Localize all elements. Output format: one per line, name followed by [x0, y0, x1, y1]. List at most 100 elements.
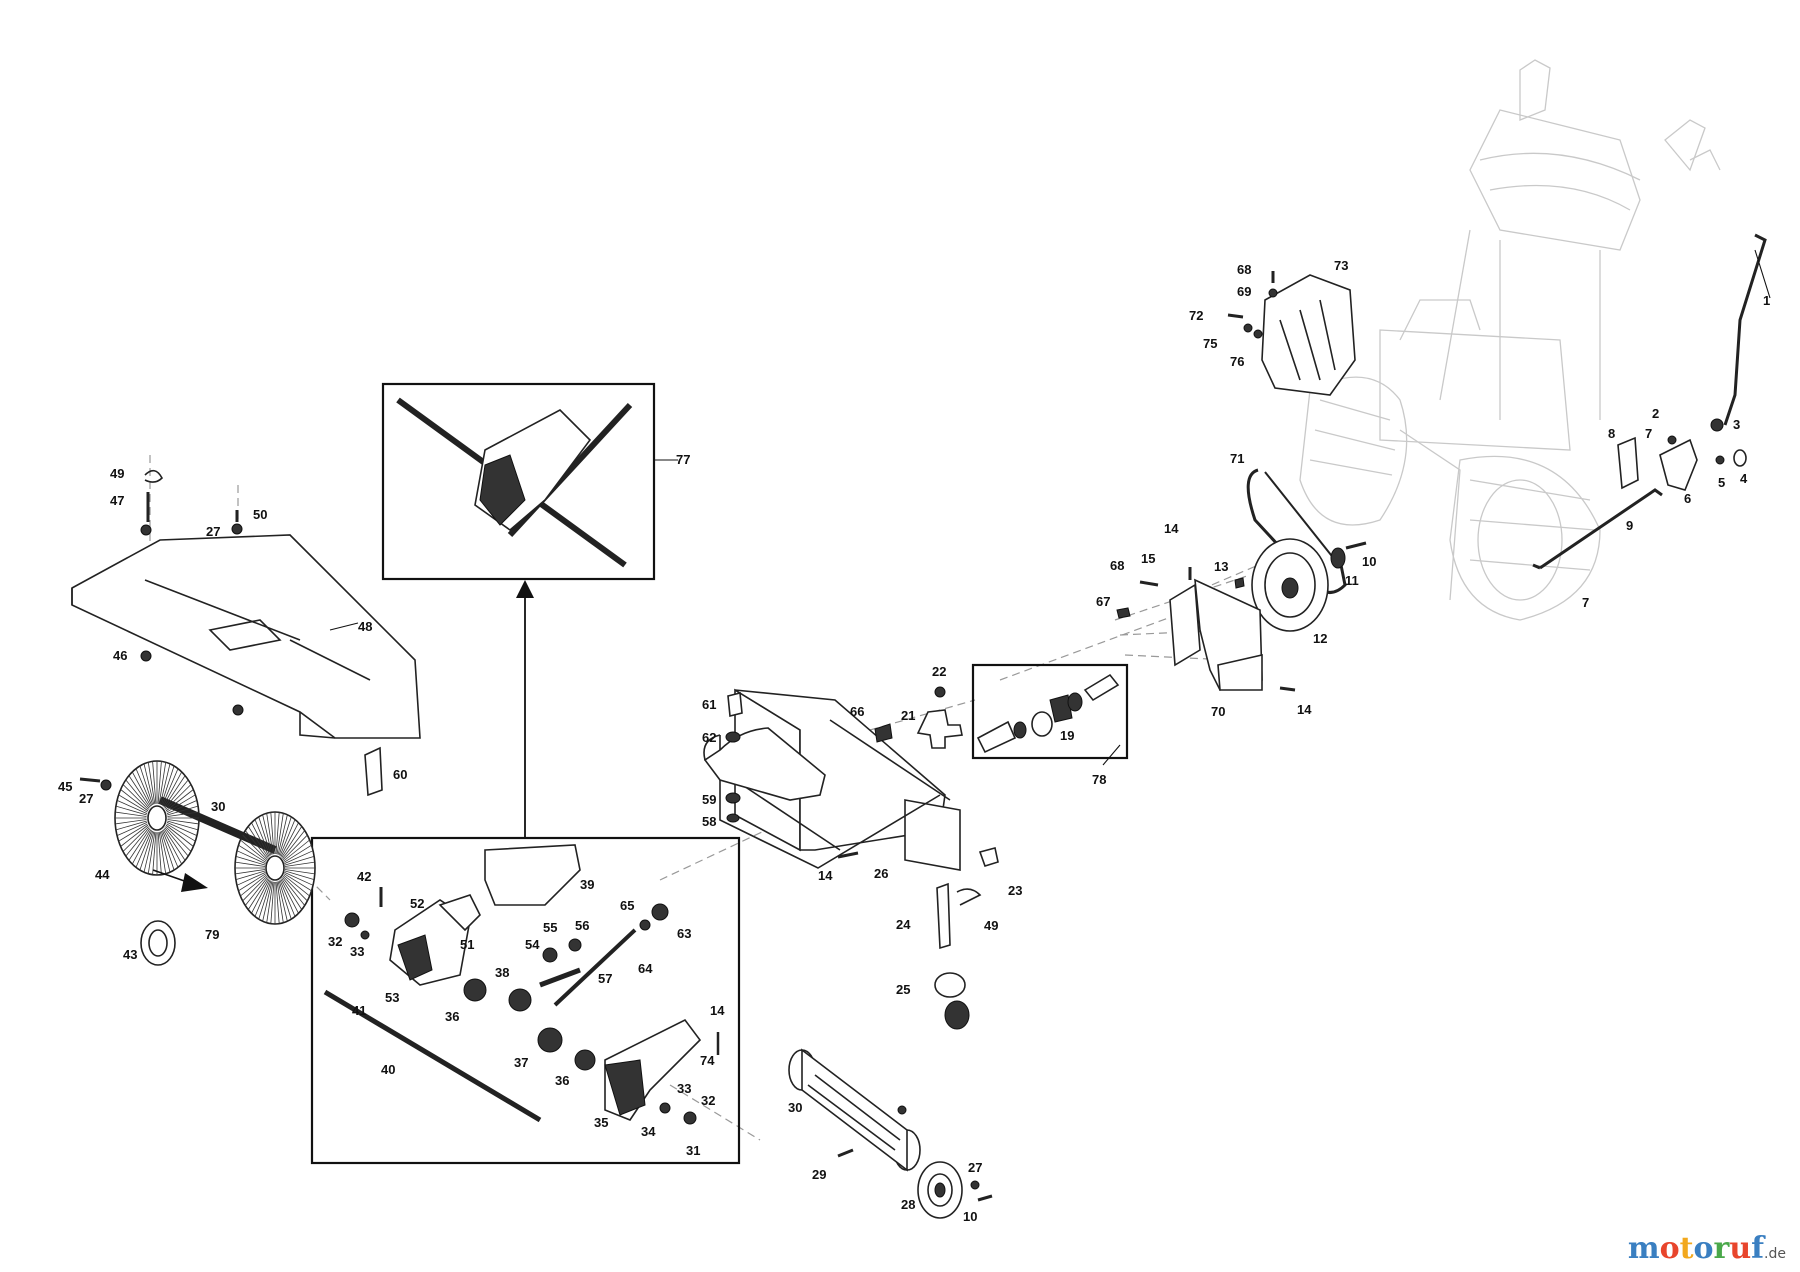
callout-66: 66	[850, 704, 864, 719]
callout-79: 79	[205, 927, 219, 942]
callout-5: 5	[1718, 475, 1725, 490]
callout-46: 46	[113, 648, 127, 663]
callout-47: 47	[110, 493, 124, 508]
callout-3: 3	[1733, 417, 1740, 432]
callout-21: 21	[901, 708, 915, 723]
main-frame	[703, 688, 961, 871]
callout-7b: 7	[1582, 595, 1589, 610]
callout-35: 35	[594, 1115, 608, 1130]
callout-49: 49	[110, 466, 124, 481]
callout-13: 13	[1214, 559, 1228, 574]
callout-14b: 14	[1297, 702, 1312, 717]
callout-29: 29	[812, 1167, 826, 1182]
callout-4: 4	[1740, 471, 1748, 486]
callout-labels: 1 2 3 4 5 6 7 7 8 9 10 10 11 12 13 14 14…	[58, 258, 1770, 1224]
logo-letter: f	[1751, 1231, 1765, 1266]
callout-58: 58	[702, 814, 716, 829]
gear-housing-subassembly-frame	[310, 836, 741, 1165]
callout-32: 32	[328, 934, 342, 949]
callout-76: 76	[1230, 354, 1244, 369]
frame-hardware	[725, 686, 999, 1030]
callout-51: 51	[460, 937, 474, 952]
hardware-brush	[79, 777, 112, 791]
callout-1: 1	[1763, 293, 1770, 308]
callout-25: 25	[896, 982, 910, 997]
callout-34: 34	[641, 1124, 656, 1139]
lower-roller	[788, 1048, 993, 1219]
callout-23: 23	[1008, 883, 1022, 898]
callout-9: 9	[1626, 518, 1633, 533]
logo-wordmark: motoruf	[1628, 1231, 1764, 1266]
callout-57: 57	[598, 971, 612, 986]
callout-75: 75	[1203, 336, 1217, 351]
brush-bristles	[115, 761, 315, 924]
callout-43: 43	[123, 947, 137, 962]
callout-62: 62	[702, 730, 716, 745]
callout-78: 78	[1092, 772, 1106, 787]
callout-38: 38	[495, 965, 509, 980]
callout-72: 72	[1189, 308, 1203, 323]
callout-68: 68	[1110, 558, 1124, 573]
callout-59: 59	[702, 792, 716, 807]
callout-32b: 32	[701, 1093, 715, 1108]
callout-10: 10	[1362, 554, 1376, 569]
callout-50: 50	[253, 507, 267, 522]
callout-31: 31	[686, 1143, 700, 1158]
callout-54: 54	[525, 937, 540, 952]
callout-30b: 30	[788, 1100, 802, 1115]
callout-36b: 36	[555, 1073, 569, 1088]
callout-28: 28	[901, 1197, 915, 1212]
logo-letter: u	[1729, 1231, 1752, 1266]
callout-24: 24	[896, 917, 911, 932]
logo-letter: o	[1693, 1231, 1714, 1266]
callout-74: 74	[700, 1053, 715, 1068]
motoruf-logo: motoruf.de	[1628, 1231, 1786, 1266]
callout-10b: 10	[963, 1209, 977, 1224]
callout-67: 67	[1096, 594, 1110, 609]
callout-52: 52	[410, 896, 424, 911]
callout-48: 48	[358, 619, 372, 634]
logo-letter: r	[1713, 1231, 1730, 1266]
reference-arrow	[516, 580, 534, 838]
callout-22: 22	[932, 664, 946, 679]
callout-2: 2	[1652, 406, 1659, 421]
callout-77: 77	[676, 452, 690, 467]
logo-letter: t	[1679, 1231, 1694, 1266]
callout-33b: 33	[677, 1081, 691, 1096]
callout-69: 69	[1237, 284, 1251, 299]
mounting-bracket	[1116, 567, 1296, 692]
gearbox-shaft-assembly	[396, 397, 633, 568]
coupling-parts	[976, 673, 1120, 754]
callout-45: 45	[58, 779, 72, 794]
callout-56: 56	[575, 918, 589, 933]
callout-19: 19	[1060, 728, 1074, 743]
pulley-and-belt	[1246, 468, 1367, 632]
callout-42: 42	[357, 869, 371, 884]
leader-lines	[329, 249, 1771, 766]
belt-cover	[1227, 271, 1356, 396]
snowblower-machine-outline	[1299, 59, 1721, 621]
callout-12: 12	[1313, 631, 1327, 646]
subassembly-77-frame	[381, 382, 656, 581]
callout-14d: 14	[710, 1003, 725, 1018]
callout-27: 27	[206, 524, 220, 539]
callout-73: 73	[1334, 258, 1348, 273]
callout-27c: 27	[968, 1160, 982, 1175]
control-linkage	[1532, 233, 1767, 570]
callout-27b: 27	[79, 791, 93, 806]
callout-14: 14	[1164, 521, 1179, 536]
direction-arrow	[152, 869, 208, 892]
seal-ring	[140, 920, 176, 966]
callout-6: 6	[1684, 491, 1691, 506]
callout-33: 33	[350, 944, 364, 959]
callout-63: 63	[677, 926, 691, 941]
callout-15: 15	[1141, 551, 1155, 566]
callout-41: 41	[352, 1003, 366, 1018]
brush-roller-left	[114, 760, 316, 925]
callout-53: 53	[385, 990, 399, 1005]
callout-44: 44	[95, 867, 110, 882]
callout-40: 40	[381, 1062, 395, 1077]
gear-housing-parts	[323, 844, 720, 1125]
callout-60: 60	[393, 767, 407, 782]
cover-plate	[71, 523, 421, 739]
